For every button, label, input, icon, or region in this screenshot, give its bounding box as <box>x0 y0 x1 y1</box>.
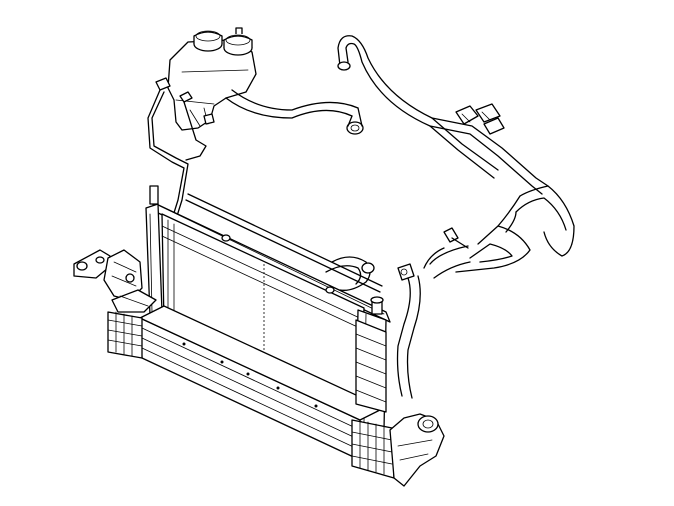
upper-radiator-hose <box>325 247 445 399</box>
right-hose-manifold <box>429 185 575 279</box>
coolant-expansion-tank <box>155 27 257 131</box>
upper-coolant-hose <box>225 89 364 135</box>
charge-air-cooler <box>107 289 445 487</box>
heater-hose <box>337 35 549 195</box>
mounting-bracket <box>73 249 143 301</box>
